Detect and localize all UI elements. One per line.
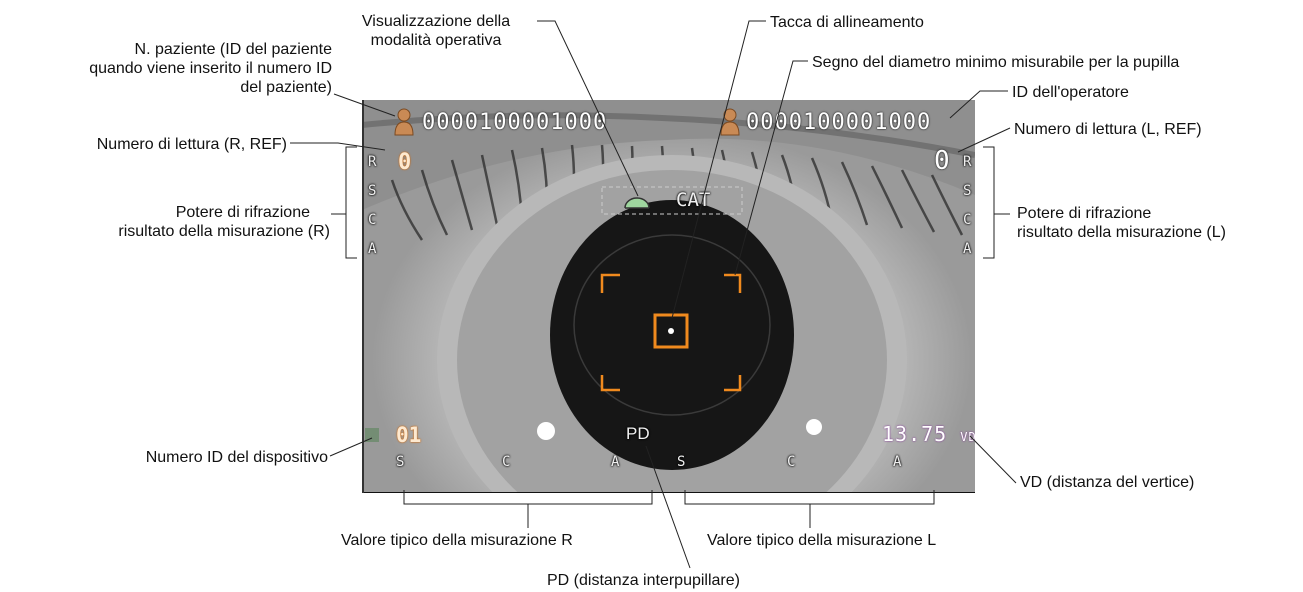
leader-lines xyxy=(0,0,1303,592)
